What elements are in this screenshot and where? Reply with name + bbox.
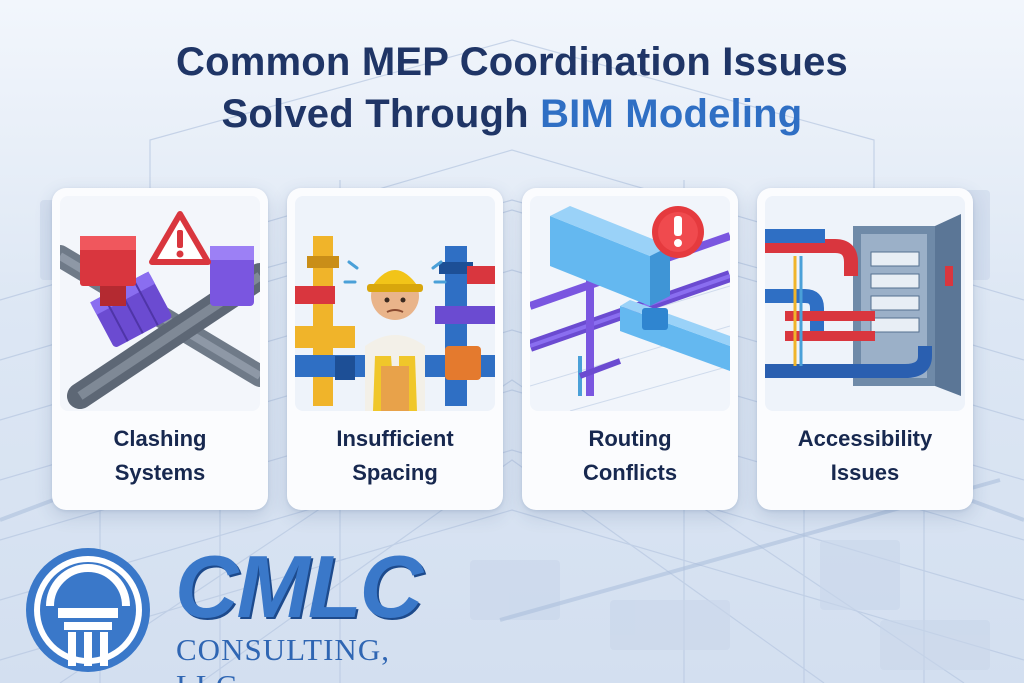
card-label-line-1: Insufficient <box>336 426 454 451</box>
title-line-2-prefix: Solved Through <box>221 92 541 136</box>
card-label-line-2: Spacing <box>352 460 438 485</box>
worker-between-pipes-icon <box>295 196 495 411</box>
electrical-panel-pipes-icon <box>765 196 965 411</box>
title-line-2: Solved Through BIM Modeling <box>0 88 1024 140</box>
card-clashing-systems: Clashing Systems <box>52 188 268 510</box>
card-label: Clashing Systems <box>52 422 268 490</box>
card-label-line-1: Routing <box>588 426 672 451</box>
column-emblem-icon <box>26 548 150 672</box>
card-label-line-2: Systems <box>114 460 206 485</box>
card-label-line-1: Accessibility <box>797 426 933 451</box>
logo-brand-text: CMLC <box>175 537 423 636</box>
card-label: Insufficient Spacing <box>287 422 503 490</box>
title-line-1: Common MEP Coordination Issues <box>176 40 848 84</box>
title-accent-bim-modeling: BIM Modeling <box>540 92 803 136</box>
card-routing-conflicts: Routing Conflicts <box>522 188 738 510</box>
card-label: Accessibility Issues <box>757 422 973 490</box>
card-label-line-2: Conflicts <box>582 460 678 485</box>
routing-ducts-alert-icon <box>530 196 730 411</box>
card-insufficient-spacing: Insufficient Spacing <box>287 188 503 510</box>
card-label: Routing Conflicts <box>522 422 738 490</box>
clashing-pipes-warning-icon <box>60 196 260 411</box>
logo-subtitle: CONSULTING, LLC <box>176 632 390 683</box>
cmlc-consulting-logo: CMLC CONSULTING, LLC <box>20 537 460 683</box>
card-accessibility-issues: Accessibility Issues <box>757 188 973 510</box>
card-label-line-1: Clashing <box>113 426 207 451</box>
page-title: Common MEP Coordination Issues Solved Th… <box>0 36 1024 140</box>
card-label-line-2: Issues <box>830 460 900 485</box>
